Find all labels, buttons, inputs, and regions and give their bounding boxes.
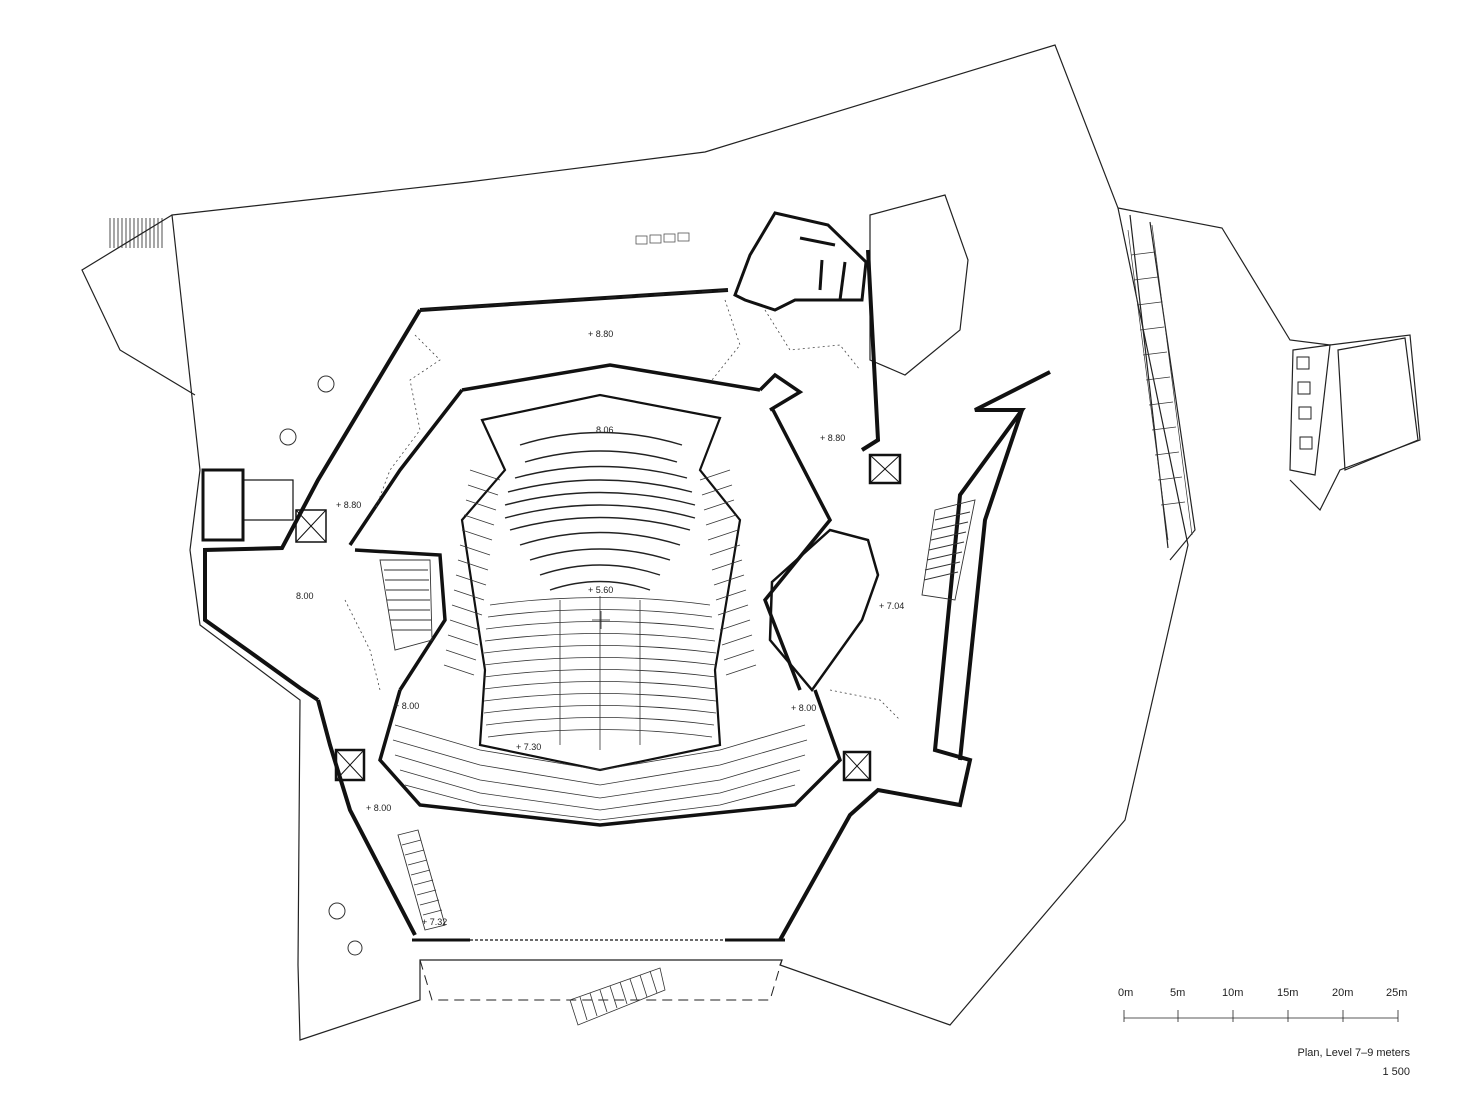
stage-terraces (504, 431, 696, 591)
level-entrance: + 7.32 (422, 917, 447, 927)
level-stage-center: + 5.60 (588, 585, 613, 595)
auditorium-inner (460, 393, 742, 772)
core-west (201, 468, 327, 543)
dashed-boundary (419, 289, 783, 1001)
level-east-hall: + 7.04 (879, 601, 904, 611)
level-se-landing: + 8.00 (791, 703, 816, 713)
scale-tick-15: 15m (1277, 987, 1298, 999)
scale-tick-10: 10m (1222, 987, 1243, 999)
service-block-ne (733, 211, 868, 312)
stair-east (921, 499, 976, 601)
level-west-lobby: + 8.80 (336, 500, 361, 510)
plan-caption: Plan, Level 7–9 meters 1 500 (1297, 1047, 1410, 1078)
circulation-lines (344, 299, 901, 721)
planters (279, 375, 363, 956)
seating-west (443, 469, 501, 676)
stair-northwest (109, 218, 163, 248)
auditorium-outer-wall (348, 363, 880, 827)
plan-title: Plan, Level 7–9 meters (1297, 1047, 1410, 1059)
scale-tick-5: 5m (1170, 987, 1185, 999)
level-foyer-ne: + 8.80 (820, 433, 845, 443)
stair-south (569, 967, 666, 1026)
scale-tick-25: 25m (1386, 987, 1407, 999)
level-sw-landing: + 8.00 (394, 701, 419, 711)
level-foyer-north: + 8.80 (588, 329, 613, 339)
scale-tick-0: 0m (1118, 987, 1133, 999)
level-west-hall: 8.00 (296, 591, 314, 601)
level-labels: + 8.80 + 8.80 + 8.80 8.00 8.06 + 5.60 + … (296, 329, 904, 927)
level-south-west: + 8.00 (366, 803, 391, 813)
stair-west-interior (379, 559, 433, 651)
bollards-east (1296, 356, 1313, 450)
elevator-cores (334, 453, 902, 782)
stage-center-mark (592, 611, 610, 629)
bollards-north (635, 232, 690, 245)
ramp-east (1127, 224, 1193, 541)
seating-center (483, 596, 717, 750)
scale-tick-20: 20m (1332, 987, 1353, 999)
seating-south-tier (392, 724, 808, 821)
plan-scale-ratio: 1 500 (1382, 1066, 1410, 1078)
seating-east (699, 469, 757, 676)
level-south-tier: + 7.30 (516, 742, 541, 752)
scale-bar: 0m 5m 10m 15m 20m 25m (1118, 987, 1407, 1022)
stair-southwest (397, 829, 446, 931)
level-stage-top: 8.06 (596, 425, 614, 435)
